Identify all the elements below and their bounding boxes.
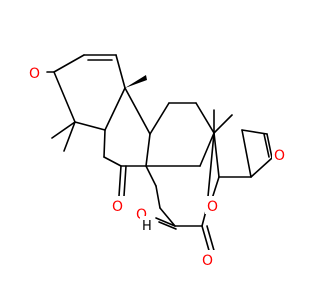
methyl-c13-hash (213, 109, 233, 134)
o-lactone-ring: O (207, 199, 218, 215)
ketone-b (118, 165, 127, 197)
molecule-structure-diagram: O O O O O O H (29, 54, 286, 269)
epoxide-lactone (145, 132, 216, 255)
gem-dimethyl (51, 121, 76, 152)
o-ketone-a: O (29, 66, 40, 82)
o-lactone-carbonyl: O (202, 253, 213, 269)
o-furan: O (274, 148, 285, 164)
o-ketone-b: O (112, 199, 123, 215)
methyl-c10-wedge (125, 75, 147, 88)
ring-c (145, 102, 215, 167)
o-epoxide: O (136, 207, 147, 223)
ring-a (53, 54, 126, 131)
furan-substituent (218, 129, 273, 178)
h-alpha: H (142, 219, 152, 234)
ring-b (103, 87, 151, 167)
h-alpha-wedge (155, 217, 177, 230)
